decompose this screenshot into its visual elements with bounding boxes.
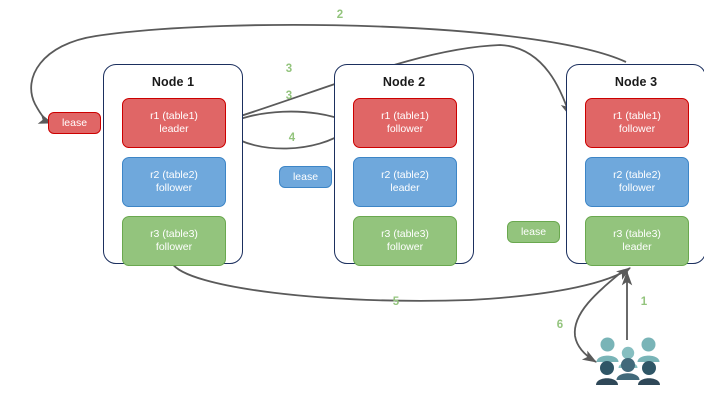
edge-label-4: 4 bbox=[288, 132, 296, 144]
replica-role: follower bbox=[155, 182, 193, 194]
lease-badge-red[interactable]: lease bbox=[48, 112, 101, 134]
replica-name: r2 (table2) bbox=[150, 169, 198, 181]
replica-role: follower bbox=[386, 123, 424, 135]
replica-r3[interactable]: r3 (table3) follower bbox=[122, 216, 226, 266]
lease-label: lease bbox=[292, 171, 319, 183]
replica-name: r1 (table1) bbox=[613, 110, 661, 122]
lease-label: lease bbox=[520, 226, 547, 238]
replica-r3[interactable]: r3 (table3) follower bbox=[353, 216, 457, 266]
replica-name: r2 (table2) bbox=[613, 169, 661, 181]
replica-role: leader bbox=[390, 182, 420, 194]
replica-name: r2 (table2) bbox=[381, 169, 429, 181]
edge-label-1: 1 bbox=[640, 296, 648, 308]
node-title: Node 1 bbox=[151, 75, 195, 89]
replica-r2[interactable]: r2 (table2) leader bbox=[353, 157, 457, 207]
replica-r2[interactable]: r2 (table2) follower bbox=[122, 157, 226, 207]
lease-label: lease bbox=[61, 117, 88, 129]
edge-label-2: 2 bbox=[336, 9, 344, 21]
replica-r1[interactable]: r1 (table1) follower bbox=[585, 98, 689, 148]
replica-role: follower bbox=[618, 182, 656, 194]
replica-r1[interactable]: r1 (table1) leader bbox=[122, 98, 226, 148]
node-title: Node 3 bbox=[614, 75, 658, 89]
replica-role: follower bbox=[618, 123, 656, 135]
replica-name: r1 (table1) bbox=[150, 110, 198, 122]
replica-name: r3 (table3) bbox=[613, 228, 661, 240]
replica-r2[interactable]: r2 (table2) follower bbox=[585, 157, 689, 207]
replica-name: r1 (table1) bbox=[381, 110, 429, 122]
lease-badge-green[interactable]: lease bbox=[507, 221, 560, 243]
edge-label-3-short: 3 bbox=[285, 90, 293, 102]
replica-r3[interactable]: r3 (table3) leader bbox=[585, 216, 689, 266]
edge-label-6: 6 bbox=[556, 319, 564, 331]
edge-label-3-long: 3 bbox=[285, 63, 293, 75]
node-title: Node 2 bbox=[382, 75, 426, 89]
users-icon-svg bbox=[596, 337, 660, 385]
replica-role: follower bbox=[155, 241, 193, 253]
replica-role: leader bbox=[159, 123, 189, 135]
node-box-1[interactable]: Node 1 r1 (table1) leader r2 (table2) fo… bbox=[103, 64, 243, 266]
edge-label-5: 5 bbox=[392, 296, 400, 308]
node-box-3[interactable]: Node 3 r1 (table1) follower r2 (table2) … bbox=[566, 64, 704, 266]
replica-r1[interactable]: r1 (table1) follower bbox=[353, 98, 457, 148]
replica-role: follower bbox=[386, 241, 424, 253]
replica-role: leader bbox=[622, 241, 652, 253]
replica-name: r3 (table3) bbox=[381, 228, 429, 240]
lease-badge-blue[interactable]: lease bbox=[279, 166, 332, 188]
node-box-2[interactable]: Node 2 r1 (table1) follower r2 (table2) … bbox=[334, 64, 474, 266]
users-icon bbox=[595, 336, 661, 386]
replica-name: r3 (table3) bbox=[150, 228, 198, 240]
